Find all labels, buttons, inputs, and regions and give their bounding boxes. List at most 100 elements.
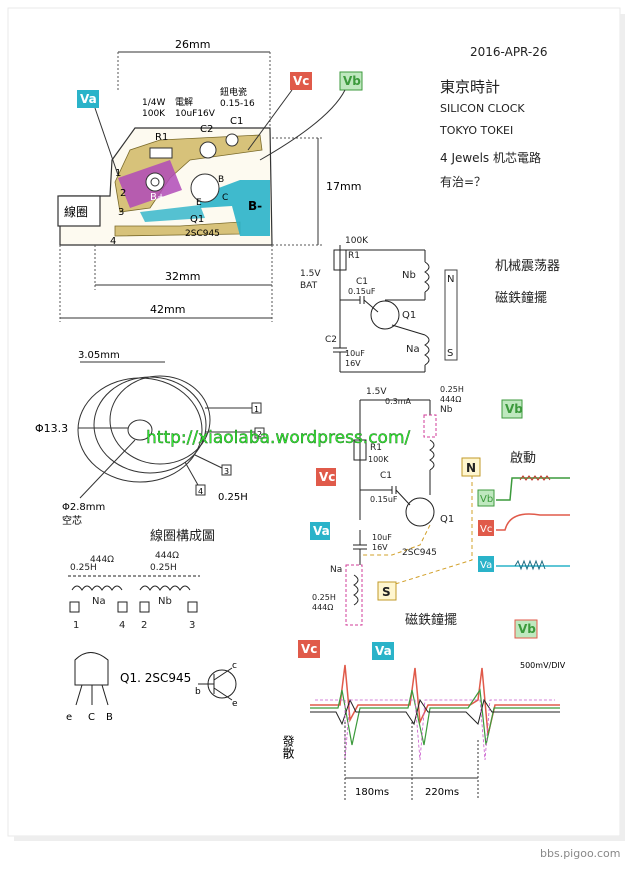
s1-n: N <box>447 274 454 285</box>
s2-supply: 1.5V <box>366 387 387 397</box>
header-title: 東京時計 <box>440 78 500 96</box>
header-line4: 有治=？ <box>440 175 486 189</box>
coil-order-1: 1 <box>73 620 79 631</box>
tag-vc-s2-text: Vc <box>319 470 335 484</box>
s2-transistor <box>405 497 435 527</box>
pcb-pin3: 3 <box>118 207 124 218</box>
coil-na-h: 0.25H <box>70 563 97 573</box>
dim-side-label: 17mm <box>326 180 361 193</box>
coil-nb-ohm: 444Ω <box>155 551 179 561</box>
header-date: 2016-APR-26 <box>470 45 548 59</box>
s1-na: Na <box>406 344 420 355</box>
coil-nb-h: 0.25H <box>150 563 177 573</box>
coil-pin4: 4 <box>198 487 203 496</box>
scope-scale: 500mV/DIV <box>520 661 566 670</box>
s1-magnet <box>444 269 458 361</box>
s1-mag-note: 磁鉄鐘擺 <box>495 290 547 306</box>
coil-order-4: 4 <box>119 620 125 631</box>
coil-na-ohm: 444Ω <box>90 555 114 565</box>
pcb-capacitor-c1 <box>225 133 239 147</box>
pcb-r1: R1 <box>155 132 168 143</box>
s2-r1-val: 100K <box>368 455 389 464</box>
transistor-e: e <box>232 699 238 709</box>
wave-vc-tag: Vc <box>480 524 492 535</box>
s1-c1-val: 0.15uF <box>348 287 376 296</box>
scope-side-note: 發散 <box>281 734 295 760</box>
s2-nb-box <box>423 414 437 438</box>
pcb-tags: Va Vc Vb <box>77 71 363 176</box>
to92-pin-c: C <box>88 712 95 723</box>
coil-title: 線圈構成圖 <box>150 528 215 544</box>
tag-va-s2-text: Va <box>313 524 330 538</box>
s2-r1 <box>353 439 367 461</box>
coil-dia: Φ13.3 <box>35 422 68 435</box>
pcb-resistor <box>149 147 173 159</box>
coil-order-3: 3 <box>189 620 195 631</box>
pcb-label-c: 電解 10uF16V <box>175 96 216 119</box>
tag-vb-s2-text: Vb <box>505 402 523 416</box>
tag-vb-scope <box>514 619 538 639</box>
tag-va-scope <box>372 642 394 660</box>
trace-va <box>310 698 560 726</box>
coil-nb: Nb <box>158 596 172 607</box>
transistor-pinout: e C B Q1. 2SC945 b c e <box>66 652 238 723</box>
s1-nb: Nb <box>402 270 416 281</box>
pcb-coil-label: 線圈 <box>64 204 88 219</box>
coil-constitution: 線圈構成圖 444Ω 444Ω 0.25H 0.25H Na Nb 1 4 2 … <box>68 528 215 631</box>
s2-coil-na <box>353 574 359 606</box>
transistor-label: Q1. 2SC945 <box>120 671 191 685</box>
s1-r1-label: R1 <box>348 251 360 261</box>
transistor-b: b <box>195 687 201 697</box>
scope-trace: Vc Va Vb 500mV/DIV 180ms 220ms 發散 <box>281 619 566 800</box>
coil-nb-winding <box>139 585 191 591</box>
tag-vc-scope <box>298 640 320 658</box>
tag-va-top-text: Va <box>80 92 97 106</box>
tag-n-s2-text: N <box>466 461 476 475</box>
s2-start-note: 啟動 <box>510 451 536 466</box>
schematic-1 <box>333 245 458 373</box>
trace-vc <box>310 664 560 736</box>
s1-q1: Q1 <box>402 310 416 321</box>
schematic-2-tags: Vb Vc Va N S <box>310 399 523 601</box>
coil-na-winding <box>71 585 123 591</box>
s1-r1-val: 100K <box>345 236 369 246</box>
wave-vc-start <box>496 513 570 531</box>
s1-coil-na <box>424 334 430 366</box>
tag-vc-top <box>290 72 312 90</box>
pcb-capacitor-c2 <box>199 141 217 159</box>
coil-pin1: 1 <box>254 405 259 414</box>
pcb-pin-b: B <box>218 175 224 185</box>
pcb-pin1: 1 <box>115 168 121 179</box>
to92-pin-b: B <box>106 712 113 723</box>
wave-va-tag: Va <box>480 560 492 571</box>
to92-body <box>74 652 109 686</box>
pcb-c1: C1 <box>230 116 243 127</box>
coil-core <box>127 419 153 441</box>
tag-vc-scope-text: Vc <box>301 642 317 656</box>
s1-s: S <box>447 348 453 359</box>
dim-top-label: 26mm <box>175 38 210 51</box>
coil-pin3: 3 <box>224 467 229 476</box>
header-line3: 4 Jewels 机芯電路 <box>440 150 541 165</box>
pcb-pin-c: C <box>222 193 228 203</box>
pcb-c2: C2 <box>200 124 213 135</box>
s2-current: 0.3mA <box>385 397 412 406</box>
header-line1: SILICON CLOCK <box>440 102 525 115</box>
wave-vb-start <box>496 477 570 501</box>
s1-transistor <box>370 300 400 330</box>
s2-na-box <box>345 564 363 626</box>
dim-mid-label: 32mm <box>165 270 200 283</box>
tag-vb-s2 <box>501 399 523 419</box>
s1-c2-label: C2 <box>325 335 337 345</box>
s2-nb: Nb <box>440 405 453 415</box>
coil-ind: 0.25H <box>218 492 248 503</box>
dim-bottom-label: 42mm <box>150 303 185 316</box>
s2-na: Na <box>330 565 342 575</box>
